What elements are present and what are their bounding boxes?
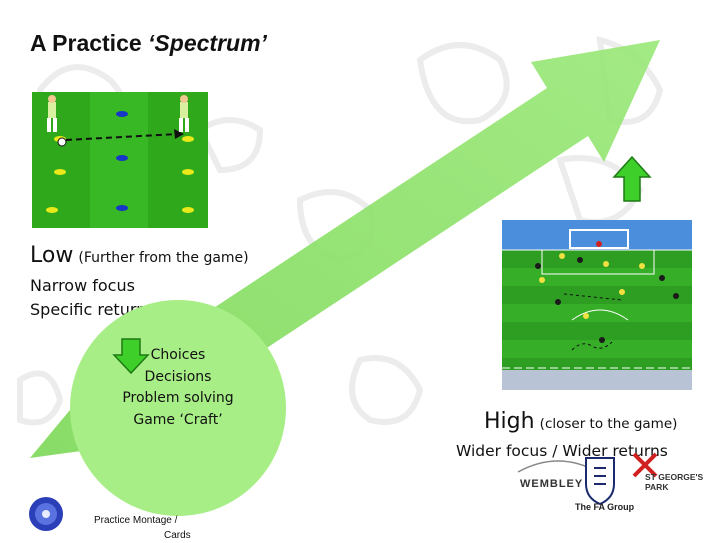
low-heading: Low (Further from the game) (30, 243, 249, 268)
fa-group-logo-text: The FA Group (575, 502, 635, 512)
page-title: A Practice ‘Spectrum’ (30, 30, 267, 56)
up-arrow-icon (612, 155, 652, 202)
drill-practice-image (32, 92, 208, 228)
high-label: High (484, 409, 535, 434)
low-note: (Further from the game) (78, 250, 249, 266)
disc-icon[interactable] (26, 494, 66, 534)
low-point-narrow: Narrow focus (30, 276, 135, 295)
down-arrow-icon (112, 338, 150, 375)
footer-label: Practice Montage / Cards (94, 515, 191, 541)
high-heading: High (closer to the game) (484, 409, 677, 434)
high-note: (closer to the game) (539, 416, 678, 432)
choice-choices: Choices (150, 347, 206, 363)
choices-circle: Choices Decisions Problem solving Game ‘… (70, 300, 286, 516)
wembley-logo-text: WEMBLEY (520, 478, 584, 490)
partner-logos (517, 452, 658, 506)
choice-problem-solving: Problem solving (122, 390, 234, 406)
game-practice-image (502, 220, 692, 390)
choice-decisions: Decisions (144, 369, 212, 385)
choice-game-craft: Game ‘Craft’ (133, 412, 223, 428)
low-label: Low (30, 243, 74, 268)
high-point: Wider focus / Wider returns (456, 442, 668, 460)
